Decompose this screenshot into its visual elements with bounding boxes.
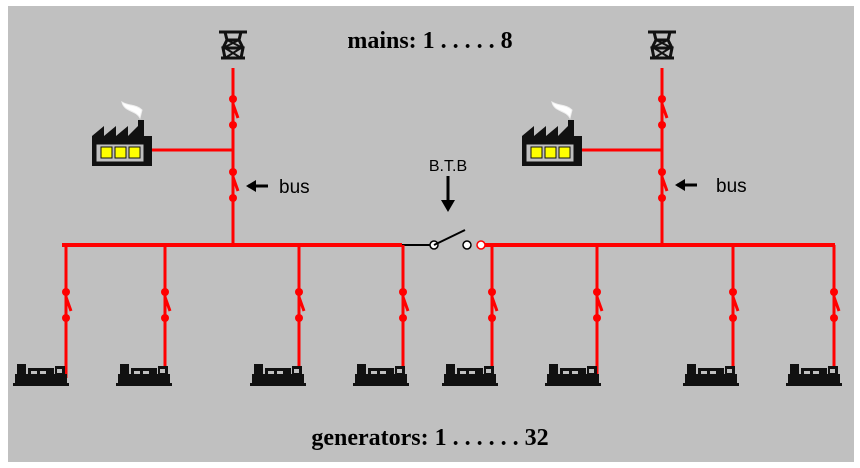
left-mains-feeder (150, 68, 240, 245)
generator-icon (353, 364, 409, 386)
pylon-icon (217, 30, 249, 60)
generator-feeder-2 (116, 245, 172, 386)
generator-feeder-3 (250, 245, 306, 386)
generator-icon (13, 364, 69, 386)
generator-feeder-8 (786, 245, 842, 386)
diagram-background (8, 6, 854, 462)
generator-icon (786, 364, 842, 386)
btb-label: B.T.B (429, 158, 467, 175)
generator-icon (250, 364, 306, 386)
left-bus-arrow-icon (246, 180, 268, 192)
right-mains-feeder (580, 68, 669, 245)
generator-feeder-6 (545, 245, 604, 386)
factory-icon (521, 101, 583, 167)
generator-feeder-7 (683, 245, 740, 386)
pylon-icon (646, 30, 678, 60)
generators-caption: generators: 1 . . . . . . 32 (311, 425, 548, 451)
bus-label-right: bus (716, 176, 747, 197)
generator-feeder-1 (13, 245, 73, 386)
generator-icon (116, 364, 172, 386)
generator-icon (442, 364, 498, 386)
mains-caption: mains: 1 . . . . . 8 (347, 28, 512, 54)
btb-arrow-icon (441, 176, 455, 212)
right-bus-arrow-icon (675, 179, 697, 191)
generator-icon (683, 364, 739, 386)
factory-icon (91, 101, 153, 167)
generator-feeder-4 (353, 245, 410, 386)
generator-icon (545, 364, 601, 386)
generator-feeder-5 (442, 245, 499, 386)
bus-tie-breaker (402, 229, 486, 250)
bus-label-left: bus (279, 177, 310, 198)
